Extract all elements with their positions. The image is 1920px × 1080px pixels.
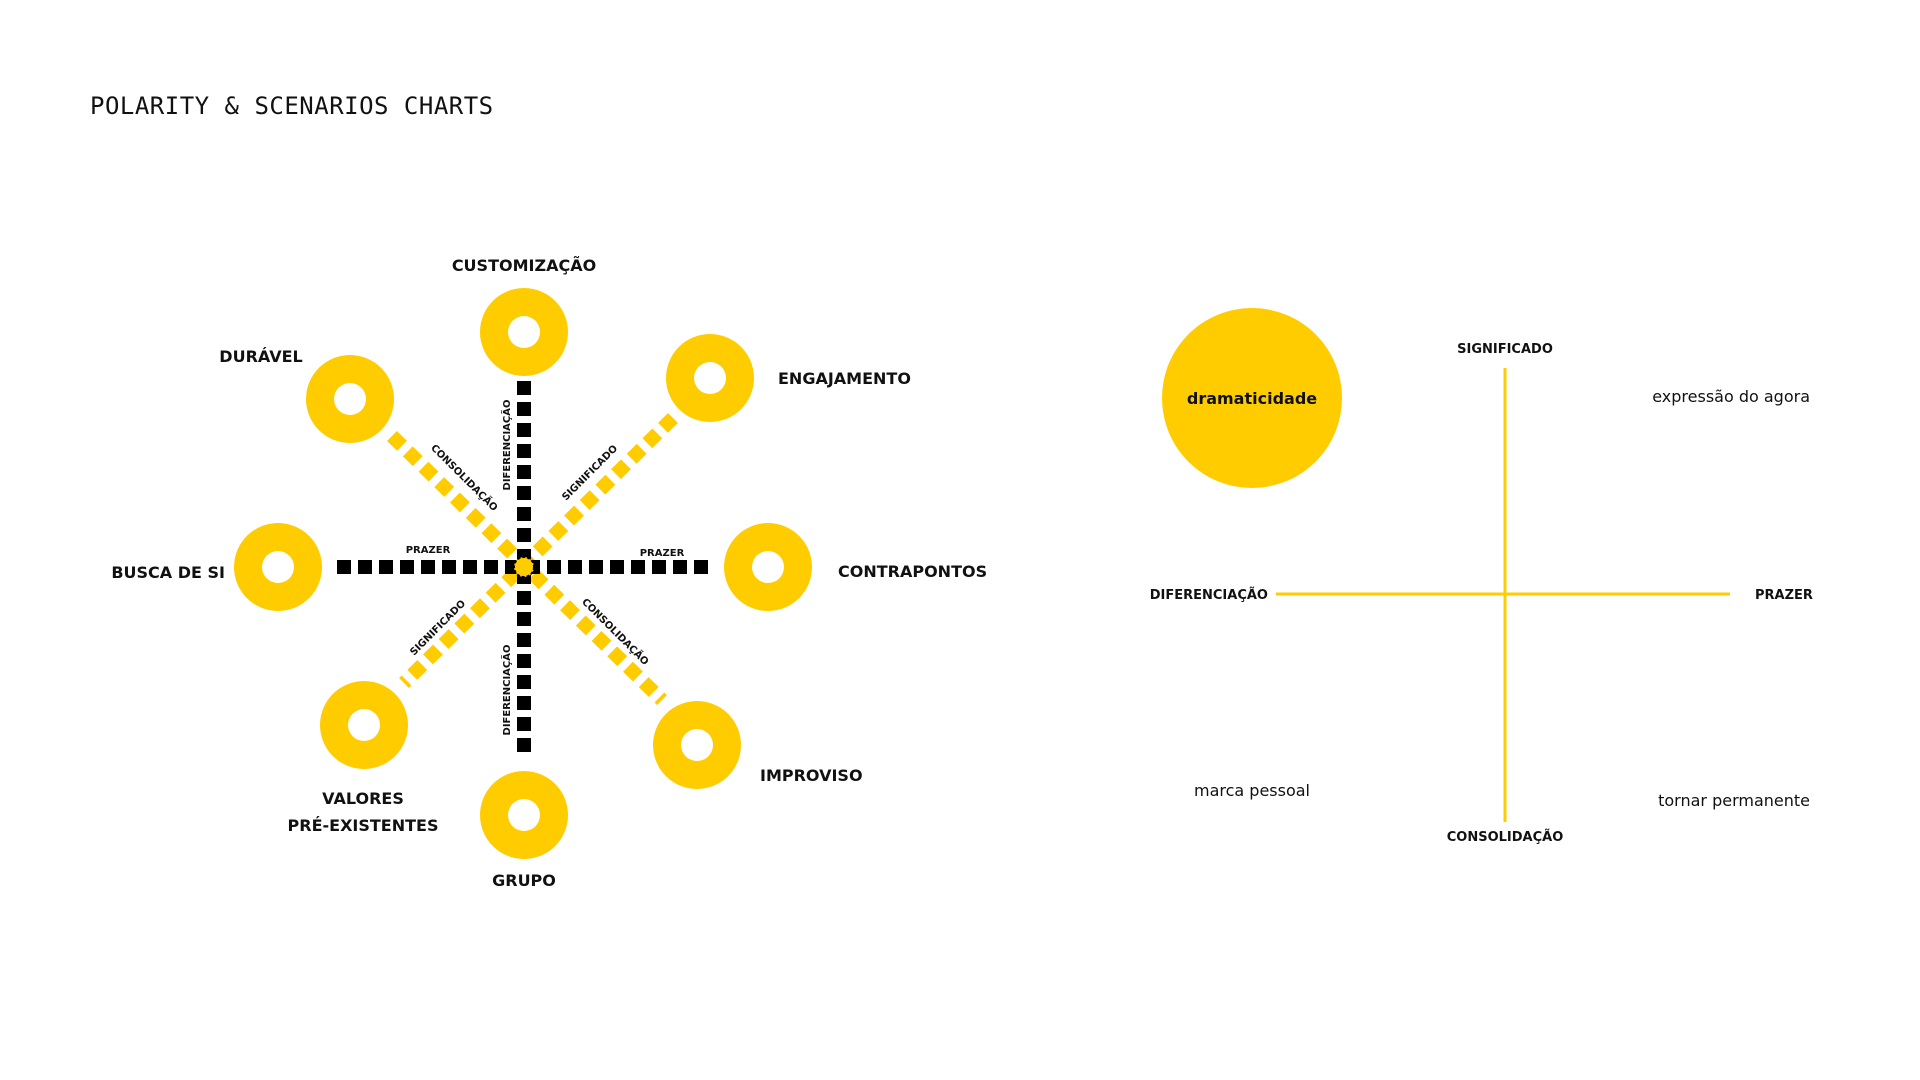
node-improviso — [653, 701, 741, 789]
pole-label-grupo: GRUPO — [492, 871, 556, 890]
polarity-chart: CUSTOMIZAÇÃO DURÁVEL ENGAJAMENTO BUSCA D… — [111, 256, 987, 890]
quadrant-bottom-right: tornar permanente — [1658, 791, 1810, 810]
pole-label-improviso: IMPROVISO — [760, 766, 863, 785]
scenarios-axis-bottom: CONSOLIDAÇÃO — [1447, 829, 1564, 845]
pole-label-valores-line1: VALORES — [322, 789, 404, 808]
scenarios-axis-left: DIFERENCIAÇÃO — [1150, 587, 1268, 603]
highlight-label: dramaticidade — [1187, 389, 1317, 408]
node-engajamento — [666, 334, 754, 422]
node-valores — [320, 681, 408, 769]
highlight-circle — [1162, 308, 1342, 488]
axis-label-diferenciacao-top: DIFERENCIAÇÃO — [500, 400, 513, 491]
axis-label-prazer-left: PRAZER — [406, 545, 451, 556]
pole-label-busca-de-si: BUSCA DE SI — [111, 563, 225, 582]
pole-label-contrapontos: CONTRAPONTOS — [838, 562, 987, 581]
page-title: POLARITY & SCENARIOS CHARTS — [90, 92, 494, 120]
node-customizacao — [480, 288, 568, 376]
scenarios-chart: dramaticidade SIGNIFICADO CONSOLIDAÇÃO D… — [1150, 308, 1813, 845]
node-contrapontos — [724, 523, 812, 611]
scenarios-axis-right: PRAZER — [1755, 588, 1813, 603]
node-busca-de-si — [234, 523, 322, 611]
axis-label-diferenciacao-bottom: DIFERENCIAÇÃO — [500, 645, 513, 736]
pole-label-engajamento: ENGAJAMENTO — [778, 369, 911, 388]
axis-label-prazer-right: PRAZER — [640, 548, 685, 559]
quadrant-bottom-left: marca pessoal — [1194, 781, 1310, 800]
diagonal-axis-significado — [399, 413, 678, 688]
pole-label-customizacao: CUSTOMIZAÇÃO — [452, 256, 596, 275]
node-duravel — [306, 355, 394, 443]
quadrant-top-right: expressão do agora — [1652, 387, 1810, 406]
node-grupo — [480, 771, 568, 859]
center-node — [513, 556, 535, 578]
pole-label-valores-line2: PRÉ-EXISTENTES — [288, 816, 439, 835]
pole-label-duravel: DURÁVEL — [219, 347, 302, 366]
scenarios-axis-top: SIGNIFICADO — [1457, 342, 1553, 357]
